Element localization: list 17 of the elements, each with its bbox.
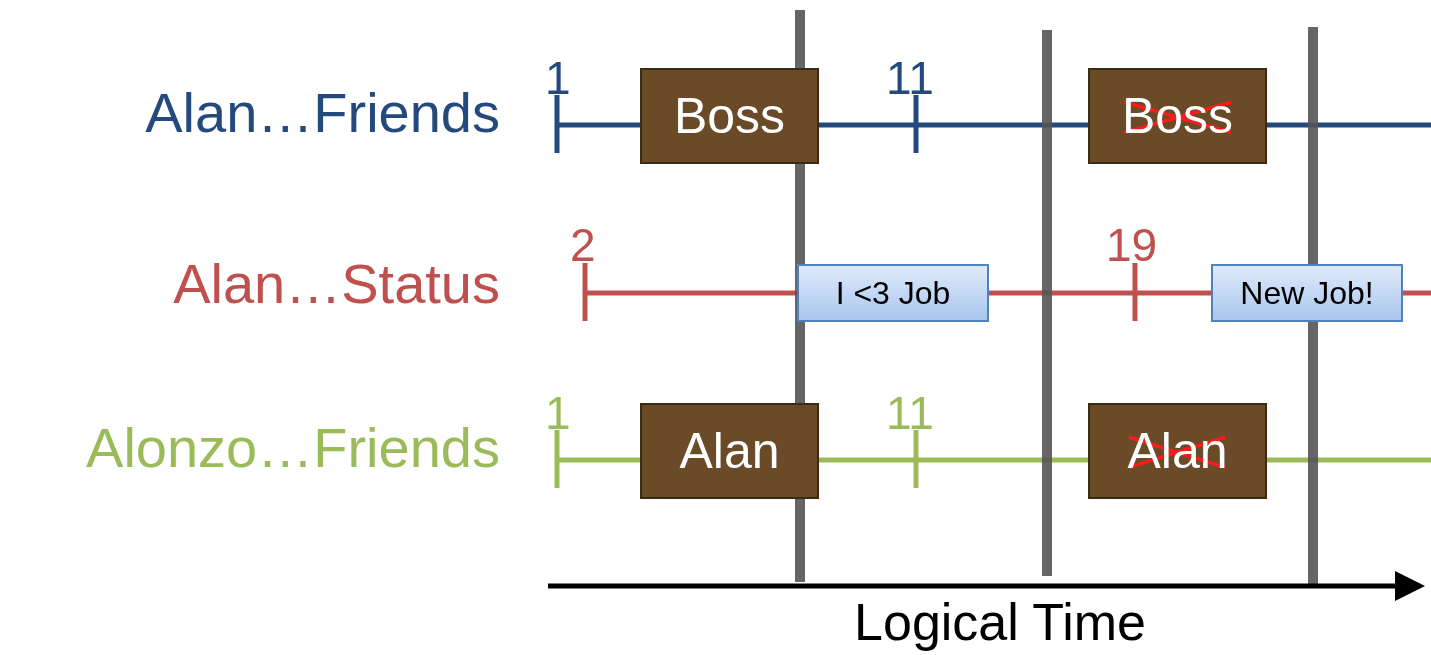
- row-label: Alonzo…Friends: [86, 420, 500, 476]
- status-box: [1211, 264, 1403, 322]
- tick-label: 2: [570, 222, 596, 268]
- tick-label: 11: [886, 55, 934, 101]
- tick-label: 1: [545, 55, 571, 101]
- row-label: Alan…Friends: [145, 85, 500, 141]
- box-text: Alan: [679, 422, 780, 480]
- box-text: Boss: [673, 87, 786, 145]
- event-box: [640, 68, 819, 164]
- tick-label: 19: [1106, 222, 1158, 268]
- row-label: Alan…Status: [173, 256, 500, 312]
- box-text: I <3 Job: [835, 274, 951, 312]
- event-box: [640, 403, 819, 499]
- tick-label: 1: [545, 390, 571, 436]
- tick-label: 11: [886, 390, 934, 436]
- box-text: New Job!: [1240, 274, 1374, 312]
- status-box: [797, 264, 989, 322]
